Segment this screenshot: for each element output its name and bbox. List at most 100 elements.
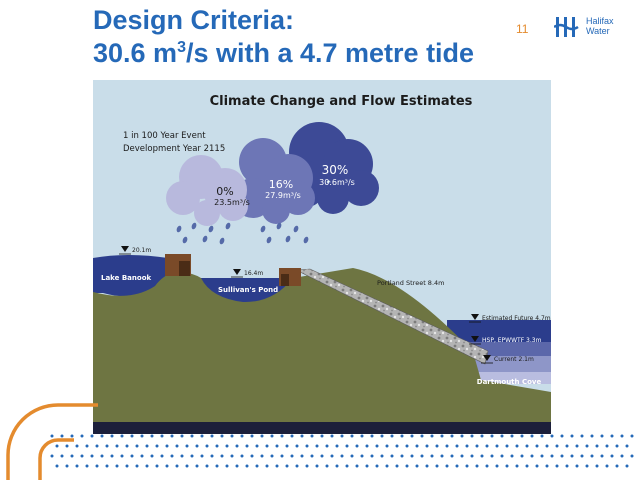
logo-line-1: Halifax bbox=[586, 16, 614, 26]
cloud-0-percent: 0% 23.5m³/s bbox=[166, 155, 250, 226]
flow-estimates-diagram: Climate Change and Flow Estimates 1 in 1… bbox=[93, 80, 551, 434]
decor-dot bbox=[305, 444, 309, 448]
decor-dot bbox=[445, 464, 449, 468]
decor-dot bbox=[435, 444, 439, 448]
water-level-marker-icon bbox=[119, 246, 131, 255]
decor-dot bbox=[605, 464, 609, 468]
water-level-marker-icon bbox=[231, 269, 243, 278]
decor-dot bbox=[225, 464, 229, 468]
decor-dot bbox=[60, 434, 64, 438]
decor-dot bbox=[130, 434, 134, 438]
water-level-marker-icon bbox=[469, 336, 481, 345]
decor-dot bbox=[585, 444, 589, 448]
decor-dot bbox=[210, 434, 214, 438]
decor-dot bbox=[620, 434, 624, 438]
event-line-1: 1 in 100 Year Event bbox=[123, 131, 206, 141]
decor-dot bbox=[260, 454, 264, 458]
decor-dot bbox=[540, 434, 544, 438]
diagram-title: Climate Change and Flow Estimates bbox=[210, 94, 473, 109]
decor-dot bbox=[65, 464, 69, 468]
decor-dot bbox=[350, 454, 354, 458]
decor-dot bbox=[460, 434, 464, 438]
decor-dot bbox=[580, 434, 584, 438]
decor-dot bbox=[155, 444, 159, 448]
event-line-2: Development Year 2115 bbox=[123, 144, 225, 154]
decor-dot bbox=[400, 434, 404, 438]
decor-dot bbox=[215, 444, 219, 448]
decor-dot bbox=[455, 464, 459, 468]
decor-dot bbox=[170, 434, 174, 438]
decor-dot bbox=[355, 464, 359, 468]
decor-dot bbox=[485, 444, 489, 448]
decor-dot bbox=[245, 464, 249, 468]
decor-dot bbox=[380, 434, 384, 438]
decor-dot bbox=[555, 444, 559, 448]
water-level-marker-icon bbox=[481, 355, 493, 364]
decor-dot bbox=[300, 454, 304, 458]
sullivans-pond-dam bbox=[279, 268, 301, 286]
decor-dot bbox=[505, 464, 509, 468]
decor-dot bbox=[165, 444, 169, 448]
decor-dot bbox=[535, 444, 539, 448]
decor-dot bbox=[265, 444, 269, 448]
dot-pattern bbox=[50, 434, 634, 468]
decor-dot bbox=[355, 444, 359, 448]
decor-dot bbox=[175, 464, 179, 468]
decor-dot bbox=[630, 454, 634, 458]
decor-dot bbox=[310, 434, 314, 438]
decor-dot bbox=[330, 454, 334, 458]
decor-dot bbox=[450, 434, 454, 438]
decor-dot bbox=[290, 434, 294, 438]
decor-dot bbox=[410, 434, 414, 438]
decor-dot bbox=[70, 454, 74, 458]
decor-dot bbox=[145, 444, 149, 448]
ground bbox=[93, 268, 551, 422]
decor-dot bbox=[230, 454, 234, 458]
decor-dot bbox=[370, 454, 374, 458]
decor-dot bbox=[610, 454, 614, 458]
decor-dot bbox=[135, 464, 139, 468]
decor-dot bbox=[615, 464, 619, 468]
decor-dot bbox=[75, 444, 79, 448]
hsp-label: HSP, EPWWTF 3.3m bbox=[482, 337, 542, 344]
decor-dot bbox=[280, 434, 284, 438]
decor-dot bbox=[280, 454, 284, 458]
decor-dot bbox=[515, 444, 519, 448]
riprap-channel bbox=[294, 268, 489, 365]
decor-dot bbox=[270, 454, 274, 458]
decor-dot bbox=[500, 434, 504, 438]
decor-dot bbox=[295, 464, 299, 468]
decor-dot bbox=[165, 464, 169, 468]
decor-dot bbox=[200, 434, 204, 438]
decor-dot bbox=[440, 454, 444, 458]
decor-dot bbox=[220, 454, 224, 458]
decor-dot bbox=[290, 454, 294, 458]
decor-dot bbox=[345, 464, 349, 468]
decor-dot bbox=[275, 444, 279, 448]
decor-dot bbox=[105, 464, 109, 468]
decor-dot bbox=[320, 454, 324, 458]
lake-banook-water bbox=[93, 255, 168, 297]
decor-dot bbox=[95, 464, 99, 468]
halifax-water-logo-icon bbox=[554, 17, 579, 37]
decor-dot bbox=[500, 454, 504, 458]
decor-dot bbox=[425, 444, 429, 448]
decor-dot bbox=[590, 454, 594, 458]
decor-dot bbox=[430, 434, 434, 438]
decor-dot bbox=[80, 434, 84, 438]
decor-dot bbox=[55, 444, 59, 448]
decor-dot bbox=[565, 444, 569, 448]
decor-dot bbox=[85, 444, 89, 448]
decor-dot bbox=[105, 444, 109, 448]
decor-dot bbox=[140, 434, 144, 438]
decor-dot bbox=[400, 454, 404, 458]
decor-dot bbox=[510, 454, 514, 458]
decor-dot bbox=[175, 444, 179, 448]
decor-dot bbox=[195, 464, 199, 468]
decor-dot bbox=[245, 444, 249, 448]
decor-dot bbox=[335, 444, 339, 448]
decor-dot bbox=[610, 434, 614, 438]
decor-dot bbox=[460, 454, 464, 458]
decor-dot bbox=[110, 454, 114, 458]
decor-dot bbox=[580, 454, 584, 458]
